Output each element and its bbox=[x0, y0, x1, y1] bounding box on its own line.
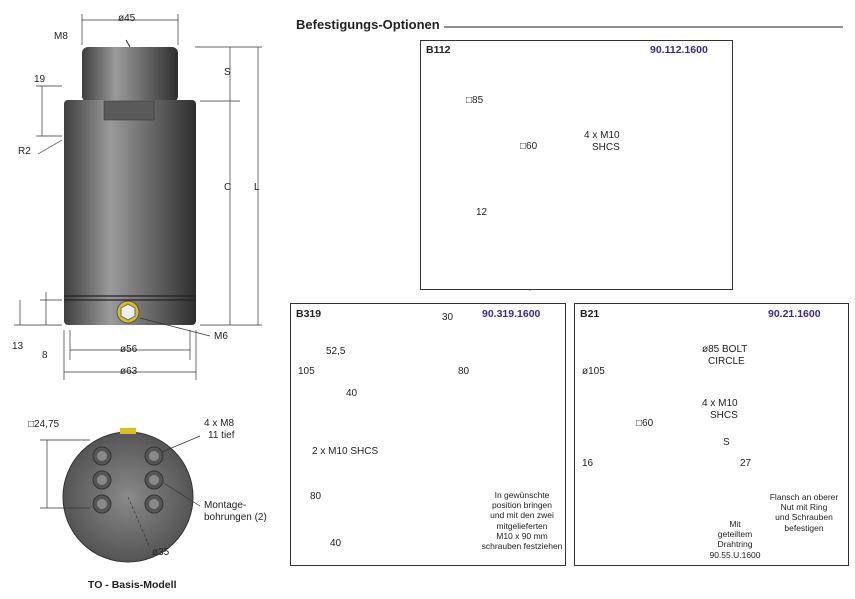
b319-note: In gewünschte position bringen und mit d… bbox=[480, 490, 564, 551]
b21-panel bbox=[574, 303, 849, 566]
dim-l: L bbox=[254, 182, 260, 193]
b21-part-number: 90.21.1600 bbox=[768, 308, 821, 320]
b112-sq85: □85 bbox=[466, 95, 484, 106]
note-montage-2: bohrungen (2) bbox=[204, 512, 267, 523]
b319-note-line: mitgelieferten bbox=[496, 520, 548, 531]
dim-m6: M6 bbox=[214, 331, 228, 342]
dim-13: 13 bbox=[12, 341, 24, 352]
b21-ring-line: Mit bbox=[729, 519, 741, 529]
dim-s: S bbox=[224, 67, 231, 78]
dim-d56: ø56 bbox=[120, 344, 138, 355]
b112-screw-1: 4 x M10 bbox=[584, 130, 620, 141]
b319-code: B319 bbox=[296, 308, 322, 320]
b21-ring-line: 90.55.U.1600 bbox=[709, 549, 761, 560]
dim-19: 19 bbox=[34, 74, 46, 85]
b319-note-line: und mit den zwei bbox=[490, 510, 554, 521]
dim-r2: R2 bbox=[18, 146, 31, 157]
dim-sq2475: □24,75 bbox=[28, 419, 60, 430]
b319-dim-40a: 40 bbox=[346, 388, 358, 399]
b319-dim-52-5: 52,5 bbox=[326, 346, 346, 357]
b21-sq60: □60 bbox=[636, 418, 654, 429]
b21-dim-16: 16 bbox=[582, 458, 594, 469]
b21-screw-1: 4 x M10 bbox=[702, 398, 738, 409]
b319-dim-80a: 80 bbox=[458, 366, 470, 377]
b112-panel bbox=[420, 40, 733, 290]
b21-ring-line: geteiltem bbox=[717, 529, 753, 540]
cylinder-body bbox=[64, 100, 196, 325]
b319-note-line: schrauben festziehen bbox=[481, 540, 563, 551]
b21-screw-2: SHCS bbox=[710, 410, 738, 421]
b319-dim-105: 105 bbox=[298, 366, 315, 377]
dim-8: 8 bbox=[42, 350, 48, 361]
b21-flange-line: befestigen bbox=[784, 522, 824, 533]
dim-d35: ø35 bbox=[152, 547, 170, 558]
b319-note-line: position bringen bbox=[491, 500, 552, 511]
b21-flange-note: Flansch an oberer Nut mit Ring und Schra… bbox=[764, 492, 844, 533]
cylinder-top-piston bbox=[82, 47, 178, 102]
b319-screws: 2 x M10 SHCS bbox=[312, 446, 379, 457]
b112-screw-2: SHCS bbox=[592, 142, 620, 153]
b319-panel bbox=[290, 303, 566, 566]
note-montage-1: Montage- bbox=[204, 500, 247, 511]
b21-flange-line: Nut mit Ring bbox=[780, 502, 828, 513]
b21-code: B21 bbox=[580, 308, 600, 320]
b21-flange-line: Flansch an oberer bbox=[769, 492, 839, 502]
main-cylinder-drawing bbox=[64, 39, 196, 325]
b21-dim-27: 27 bbox=[740, 458, 752, 469]
dim-d45: ø45 bbox=[118, 13, 136, 24]
b112-dim-12: 12 bbox=[476, 207, 488, 218]
b21-bolt-1: ø85 BOLT bbox=[702, 344, 748, 355]
dim-d63: ø63 bbox=[120, 366, 138, 377]
note-m8-holes: 4 x M8 bbox=[204, 418, 235, 429]
note-m8-depth: 11 tief bbox=[208, 430, 235, 441]
b21-ring-line: Drahtring bbox=[717, 539, 753, 550]
b319-dim-40b: 40 bbox=[330, 538, 342, 549]
section-title: Befestigungs-Optionen bbox=[296, 17, 440, 32]
b319-note-line: In gewünschte bbox=[494, 490, 550, 500]
b21-dim-d105: ø105 bbox=[582, 366, 605, 377]
b21-dim-s: S bbox=[723, 437, 730, 448]
b319-note-line: M10 x 90 mm bbox=[496, 530, 548, 541]
b112-code: B112 bbox=[426, 44, 451, 56]
dim-c: C bbox=[224, 182, 232, 193]
b21-ring-note: Mit geteiltem Drahtring 90.55.U.1600 bbox=[700, 519, 770, 560]
b112-part-number: 90.112.1600 bbox=[650, 44, 708, 56]
b21-flange-line: und Schrauben bbox=[775, 512, 833, 523]
b319-part-number: 90.319.1600 bbox=[482, 308, 541, 320]
bottom-view-drawing bbox=[62, 428, 194, 563]
b319-dim-30: 30 bbox=[442, 312, 454, 323]
b112-sq60: □60 bbox=[520, 141, 538, 152]
dim-m8: M8 bbox=[54, 31, 68, 42]
main-caption: TO - Basis-Modell bbox=[88, 579, 177, 591]
b21-bolt-2: CIRCLE bbox=[708, 356, 745, 367]
b319-dim-80b: 80 bbox=[310, 491, 322, 502]
